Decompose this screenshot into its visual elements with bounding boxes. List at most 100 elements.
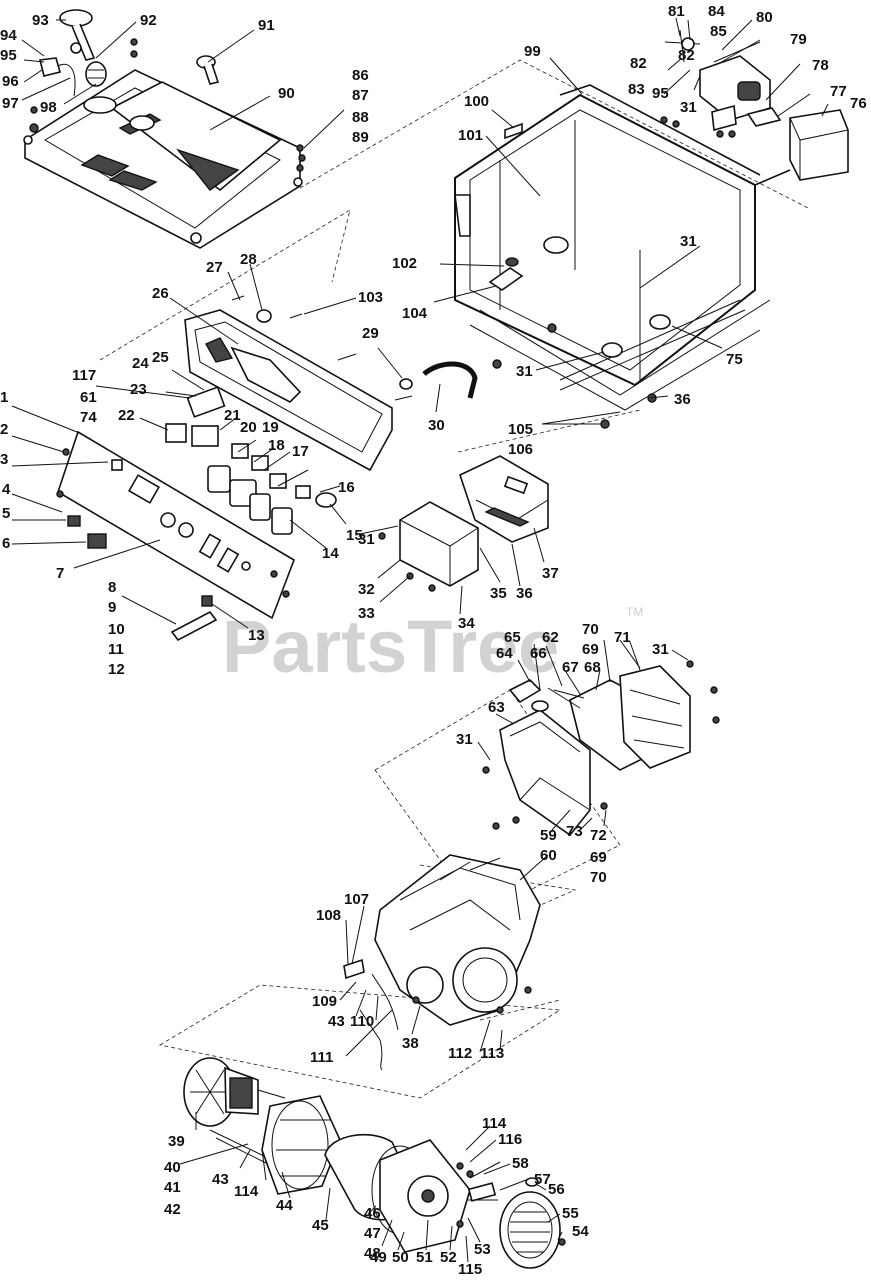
callout-label: 1 (0, 389, 8, 406)
callout-label: 73 (566, 823, 583, 840)
callout-label: 31 (680, 233, 697, 250)
callout-label: 45 (312, 1217, 329, 1234)
callout-label: 62 (542, 629, 559, 646)
callout-label: 82 (630, 55, 647, 72)
callout-label: 67 (562, 659, 579, 676)
callout-label: 50 (392, 1249, 409, 1266)
callout-label: 53 (474, 1241, 491, 1258)
callout-label: 12 (108, 661, 125, 678)
callout-label: 4 (2, 481, 11, 498)
callout-label: 79 (790, 31, 807, 48)
callout-label: 86 (352, 67, 369, 84)
callout-label: 51 (416, 1249, 433, 1266)
fuel-gauge (196, 55, 220, 85)
fuel-cap (59, 9, 107, 87)
control-box (184, 295, 413, 472)
callout-label: 60 (540, 847, 557, 864)
callout-label: 22 (118, 407, 135, 424)
fuel-tank (23, 69, 303, 249)
callout-label: 31 (358, 531, 375, 548)
callout-label: 10 (108, 621, 125, 638)
callout-label: 37 (542, 565, 559, 582)
callout-label: 69 (590, 849, 607, 866)
callout-label: 27 (206, 259, 223, 276)
callout-label: 61 (80, 389, 97, 406)
callout-label: 72 (590, 827, 607, 844)
callout-label: 16 (338, 479, 355, 496)
callout-label: 2 (0, 421, 8, 438)
callout-label: 94 (0, 27, 17, 44)
callout-label: 24 (132, 355, 149, 372)
callout-label: 91 (258, 17, 275, 34)
callout-label: 31 (680, 99, 697, 116)
callout-label: 70 (582, 621, 599, 638)
callout-label: 31 (516, 363, 533, 380)
callout-label: 101 (458, 127, 483, 144)
callout-label: 35 (490, 585, 507, 602)
callout-label: 57 (534, 1171, 551, 1188)
frame-mounts (454, 122, 671, 429)
callout-label: 6 (2, 535, 10, 552)
callout-label: 44 (276, 1197, 293, 1214)
alternator-stator (261, 1095, 341, 1195)
fuel-line (289, 313, 478, 399)
callout-label: 42 (164, 1201, 181, 1218)
callout-label: 58 (512, 1155, 529, 1172)
callout-label: 3 (0, 451, 8, 468)
callout-label: 93 (32, 12, 49, 29)
callout-label: 54 (572, 1223, 589, 1240)
callout-label: 113 (480, 1045, 504, 1062)
callout-label: 49 (370, 1249, 387, 1266)
callout-label: 15 (346, 527, 363, 544)
alternator-rotor (183, 1057, 286, 1166)
callout-label: 109 (312, 993, 337, 1010)
callout-label: 68 (584, 659, 601, 676)
callout-label: 32 (358, 581, 375, 598)
callout-label: 98 (40, 99, 57, 116)
callout-label: 112 (448, 1045, 472, 1062)
callout-label: 52 (440, 1249, 457, 1266)
fuel-shutoff-assembly (660, 29, 849, 181)
callout-label: 64 (496, 645, 513, 662)
fuel-valve (39, 42, 82, 97)
callout-label: 5 (2, 505, 10, 522)
muffler (482, 660, 720, 837)
callout-label: 46 (364, 1205, 381, 1222)
callout-label: 65 (504, 629, 521, 646)
callout-label: 100 (464, 93, 489, 110)
leader-lines (11, 17, 829, 1263)
tank-hardware (29, 38, 306, 172)
callout-label: 84 (708, 3, 725, 20)
callout-label: 90 (278, 85, 295, 102)
callout-label: 107 (344, 891, 369, 908)
callout-label: 108 (316, 907, 341, 924)
callout-label: 111 (310, 1049, 333, 1066)
callout-label: 66 (530, 645, 547, 662)
callout-label: 75 (726, 351, 743, 368)
callout-label: 76 (850, 95, 867, 112)
callout-label: 71 (614, 629, 631, 646)
callout-label: 103 (358, 289, 383, 306)
callout-label: 19 (262, 419, 279, 436)
callout-label: 104 (402, 305, 428, 322)
callout-label: 21 (224, 407, 241, 424)
callout-label: 29 (362, 325, 379, 342)
end-cover (499, 1177, 566, 1269)
callout-label: 34 (458, 615, 475, 632)
callout-label: 31 (652, 641, 669, 658)
callout-label: 63 (488, 699, 505, 716)
callout-label: 47 (364, 1225, 381, 1242)
callout-label: 59 (540, 827, 557, 844)
callout-label: 92 (140, 12, 157, 29)
callout-label: 97 (2, 95, 19, 112)
callout-label: 40 (164, 1159, 181, 1176)
callout-label: 85 (710, 23, 727, 40)
watermark-brand: PartsTree (222, 605, 559, 688)
callout-label: 56 (548, 1181, 565, 1198)
callout-label: 78 (812, 57, 829, 74)
callout-label: 7 (56, 565, 64, 582)
callout-label: 95 (0, 47, 17, 64)
callout-label: 48 (364, 1245, 381, 1262)
